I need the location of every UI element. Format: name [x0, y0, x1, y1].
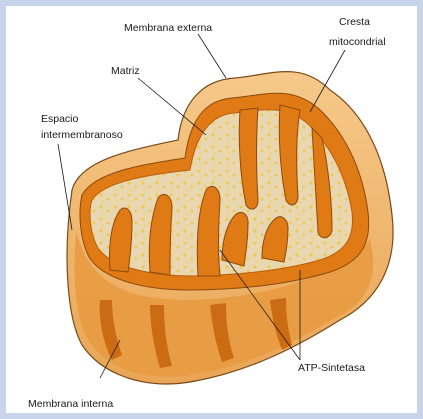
- label-matriz: Matriz: [111, 65, 140, 77]
- label-espacio-line1: Espacio: [41, 113, 79, 125]
- leader-espacio: [58, 144, 72, 230]
- leader-membrana-externa: [198, 34, 226, 78]
- label-cresta-line1: Cresta: [339, 16, 370, 28]
- label-espacio-line2: intermembranoso: [41, 129, 123, 141]
- label-cresta-line2: mitocondrial: [329, 36, 386, 48]
- label-membrana-interna: Membrana interna: [28, 398, 113, 410]
- label-membrana-externa: Membrana externa: [124, 22, 212, 34]
- label-atp-sintetasa: ATP-Sintetasa: [298, 362, 365, 374]
